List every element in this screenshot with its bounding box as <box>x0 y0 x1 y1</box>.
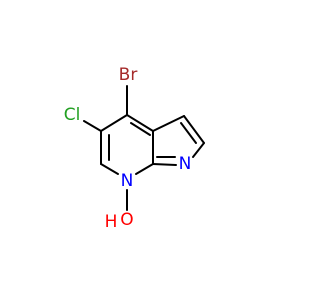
bond-c4-c5 <box>100 114 128 132</box>
atom-h-label: H <box>105 212 118 232</box>
molecule-structure-canvas: Br Cl N N O H <box>64 65 205 232</box>
bond-c7a-n1 <box>152 163 177 166</box>
bond-c5-cl <box>83 120 102 132</box>
bond-c3-c3a <box>152 115 185 132</box>
bond-n1-c2 <box>192 142 205 158</box>
atom-n-pyridine-label: N <box>121 171 134 191</box>
bond-c4-c3a <box>126 114 154 132</box>
bond-c6-n7 <box>100 163 119 175</box>
atom-br-label: Br <box>119 65 138 85</box>
bond-c2-c3 <box>183 115 205 144</box>
bond-layer <box>83 85 205 211</box>
atom-o-label: O <box>120 210 133 230</box>
bond-c4-c3a-inner <box>130 122 151 136</box>
bond-c2-c3-inner <box>180 122 197 144</box>
atom-label-layer: Br Cl N N O H <box>64 65 192 232</box>
bond-n7-c7a <box>135 163 154 175</box>
atom-n-pyrrole-label: N <box>179 154 192 174</box>
atom-cl-label: Cl <box>64 105 81 125</box>
